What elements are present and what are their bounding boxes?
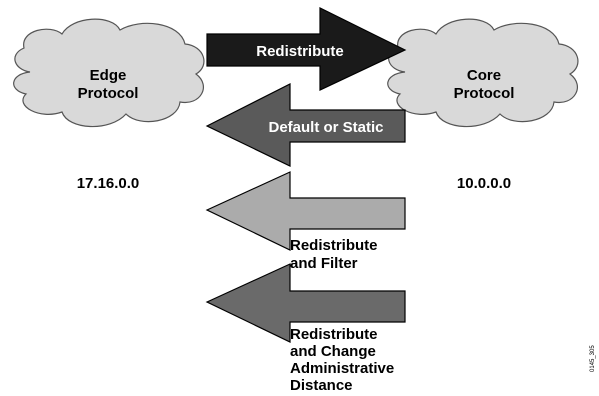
redistribute-arrow: Redistribute bbox=[206, 7, 407, 91]
redistribute-admin-distance-arrow: Redistribute and Change Administrative D… bbox=[205, 263, 406, 394]
redistribute-filter-arrow-shape bbox=[205, 171, 406, 251]
redistribute-arrow-label: Redistribute bbox=[256, 43, 344, 60]
redistribute-arrow-shape bbox=[206, 7, 407, 91]
edge-cloud-line1: Edge bbox=[90, 67, 127, 84]
edge-cloud-line2: Protocol bbox=[78, 85, 139, 102]
edge-network-address: 17.16.0.0 bbox=[77, 175, 140, 192]
redistribute-filter-line1: Redistribute bbox=[290, 237, 378, 254]
redistribute-admin-arrow-shape bbox=[205, 263, 406, 343]
core-protocol-cloud: Core Protocol bbox=[387, 18, 579, 128]
core-cloud-shape bbox=[387, 18, 579, 128]
edge-protocol-cloud: Edge Protocol bbox=[13, 18, 205, 128]
core-network-address: 10.0.0.0 bbox=[457, 175, 511, 192]
default-static-arrow-shape bbox=[205, 83, 406, 167]
default-static-arrow-label: Default or Static bbox=[268, 119, 383, 136]
redistribute-admin-line4: Distance bbox=[290, 377, 353, 394]
redistribute-admin-line2: and Change bbox=[290, 343, 376, 360]
edge-cloud-shape bbox=[13, 18, 205, 128]
redistribute-admin-line1: Redistribute bbox=[290, 326, 378, 343]
redistribute-filter-arrow: Redistribute and Filter bbox=[205, 171, 406, 272]
default-static-arrow: Default or Static bbox=[205, 83, 406, 167]
core-cloud-line1: Core bbox=[467, 67, 501, 84]
core-cloud-line2: Protocol bbox=[454, 85, 515, 102]
redistribute-admin-line3: Administrative bbox=[290, 360, 394, 377]
figure-id-label: 0145_305 bbox=[590, 345, 596, 372]
redistribute-filter-line2: and Filter bbox=[290, 255, 358, 272]
